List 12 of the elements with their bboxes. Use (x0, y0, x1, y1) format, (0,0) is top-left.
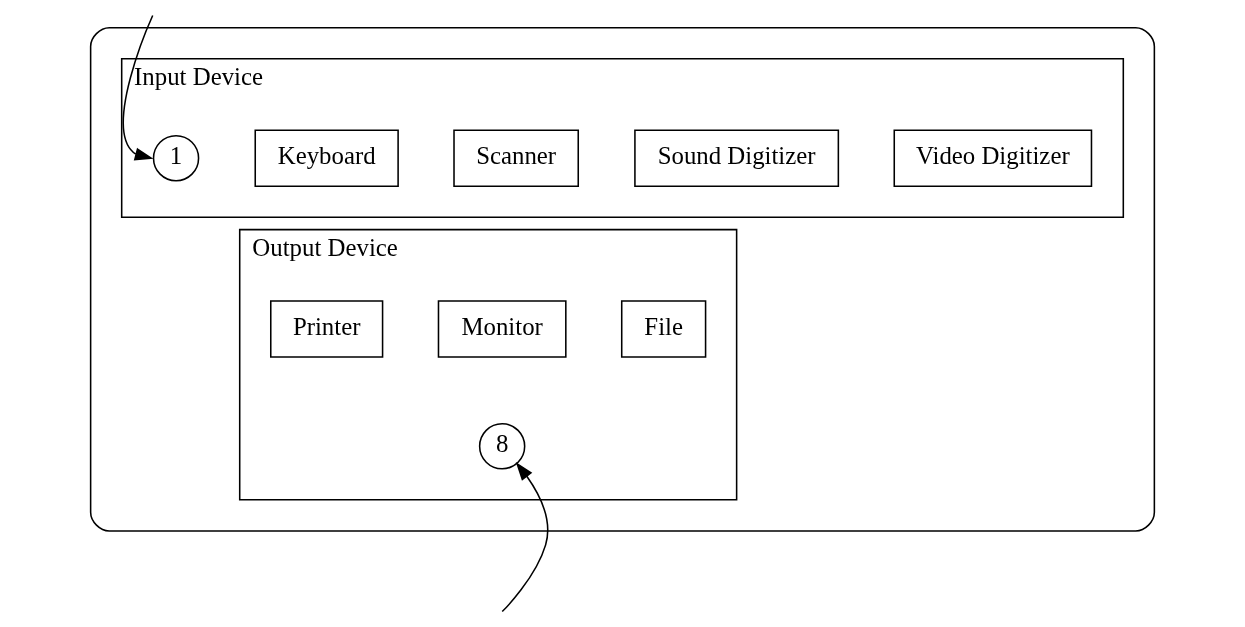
node-box: Scanner (453, 129, 579, 187)
node-circle: 8 (478, 423, 526, 470)
cluster (89, 27, 1156, 532)
node-box: Monitor (437, 300, 567, 358)
node-box: Video Digitizer (893, 129, 1093, 187)
node-box: Keyboard (254, 129, 399, 187)
node-circle: 1 (152, 134, 200, 182)
arrow (501, 461, 549, 613)
arrow (122, 14, 154, 161)
node-box: Printer (270, 300, 384, 358)
node-box: Sound Digitizer (634, 129, 840, 187)
node-box: File (620, 300, 707, 358)
